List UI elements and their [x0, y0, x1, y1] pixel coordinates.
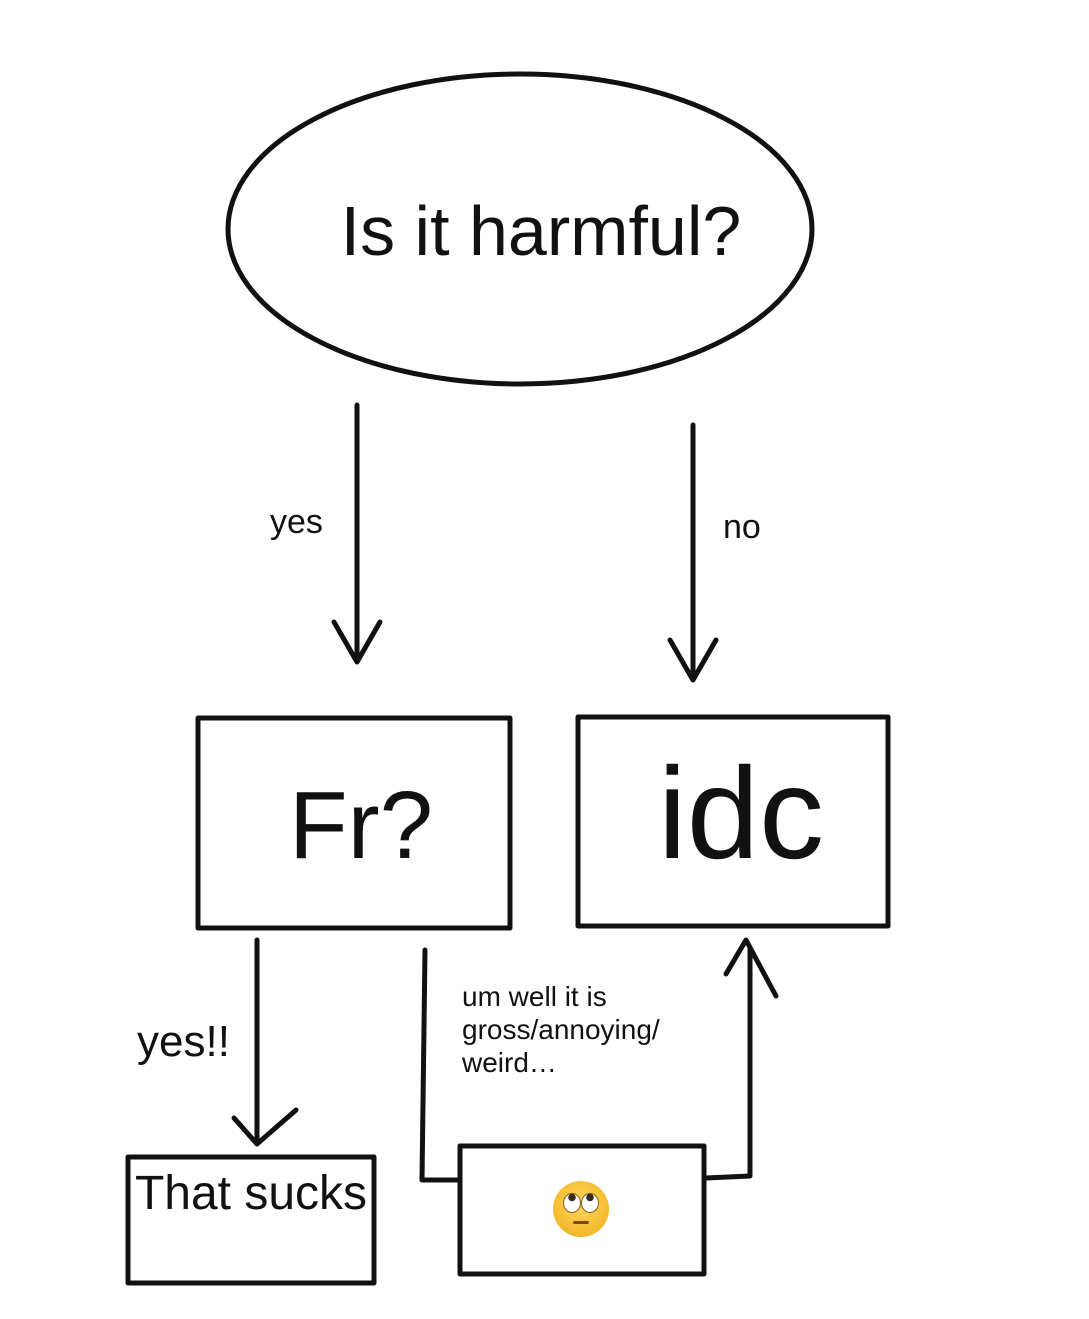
eye-roll-emoji-icon — [553, 1181, 609, 1237]
no-arrow-head — [667, 637, 719, 683]
that-sucks-node-box — [125, 1154, 377, 1286]
question-node-ellipse — [225, 71, 815, 387]
yes-exclaim-arrow-head — [231, 1107, 299, 1147]
fr-node-box — [195, 715, 513, 931]
emoji-to-idc-connector — [703, 945, 753, 1181]
emoji-to-idc-arrow-head — [723, 937, 779, 999]
yes-edge-label: yes — [270, 503, 323, 541]
that-sucks-node-label: That sucks — [134, 1167, 368, 1220]
idc-node-box — [575, 714, 891, 929]
no-edge-label: no — [723, 508, 761, 546]
fr-node-label: Fr? — [289, 772, 433, 879]
um-well-edge-label: um well it is gross/annoying/ weird… — [462, 981, 660, 1078]
fr-to-emoji-connector — [419, 947, 463, 1183]
question-node-label: Is it harmful? — [340, 192, 742, 270]
yes-exclaim-edge-label: yes!! — [137, 1017, 230, 1066]
yes-arrow-head — [331, 619, 383, 665]
idc-node-label: idc — [657, 740, 825, 886]
emoji-node-box — [457, 1143, 707, 1277]
